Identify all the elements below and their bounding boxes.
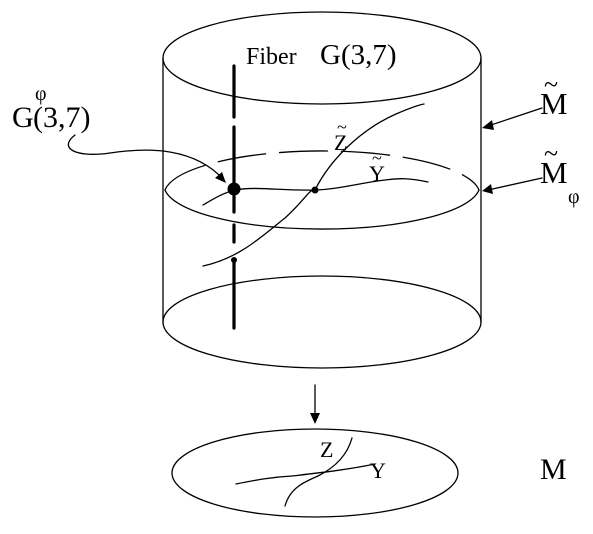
slice-back-dashed [164, 150, 480, 191]
slice-front [164, 189, 480, 230]
base-z-label: Z [320, 437, 333, 462]
y-tilde-label: Y [369, 161, 385, 186]
m-phi-base-label: M [540, 155, 568, 190]
m-phi-sub-label: φ [568, 186, 580, 208]
z-tilde-tilde: ~ [337, 117, 347, 137]
fiber-slice-point [227, 182, 241, 196]
base-m-label: M [540, 453, 567, 486]
m-tilde-arrow [487, 107, 543, 127]
cylinder-bottom-back [162, 275, 482, 323]
gphi-base-label: G [12, 101, 34, 134]
fiber-curve-point [231, 257, 237, 263]
gphi-pointer-arrow [67, 134, 225, 181]
fiber-name-label: G(3,7) [320, 39, 397, 71]
cylinder-bottom-front [162, 321, 482, 369]
curve-z-base [284, 437, 353, 507]
curve-y-base [235, 463, 376, 485]
fiber-prefix-label: Fiber [246, 44, 297, 70]
gphi-arrowhead [215, 172, 226, 183]
z-tilde-label: Z [334, 130, 347, 155]
base-y-label: Y [370, 458, 386, 483]
intersection-point [311, 186, 319, 194]
y-tilde-tilde: ~ [372, 148, 382, 168]
m-tilde-label: M [540, 86, 568, 121]
gphi-sup-label: φ [35, 83, 47, 105]
m-phi-arrowhead [482, 184, 493, 194]
projection-arrowhead [310, 413, 320, 424]
gphi-args-label: (3,7) [33, 101, 90, 134]
m-phi-arrow [487, 177, 543, 191]
m-tilde-arrowhead [482, 120, 494, 130]
m-phi-tilde: ~ [544, 139, 558, 168]
base-ellipse [171, 428, 459, 518]
m-tilde-tilde: ~ [544, 70, 558, 99]
